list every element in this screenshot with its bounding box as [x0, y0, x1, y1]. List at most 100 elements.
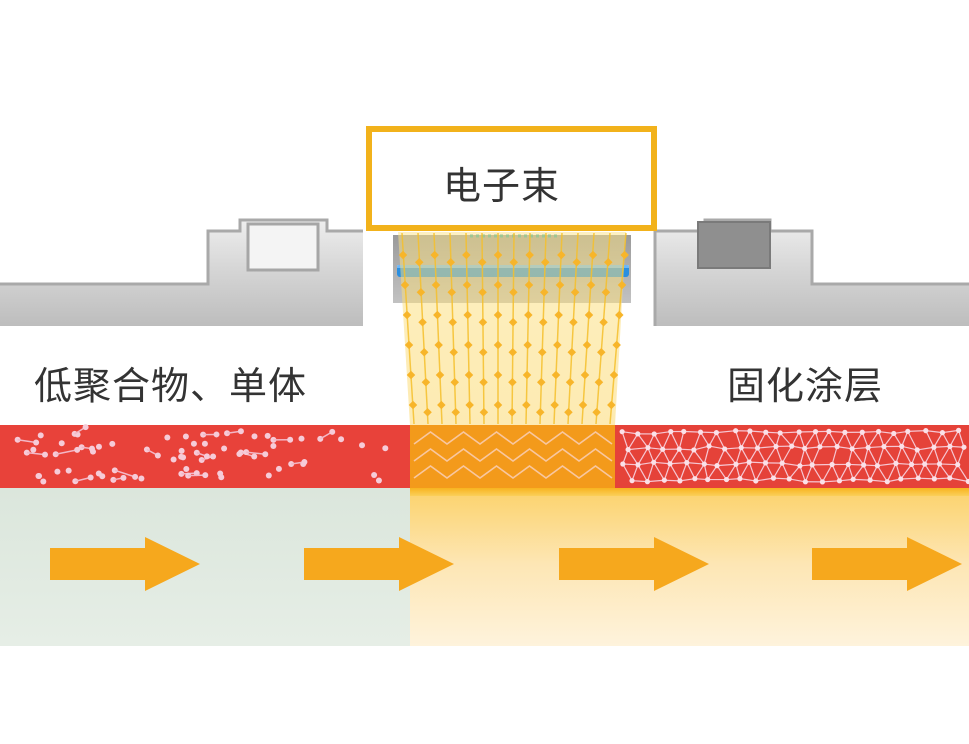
crosslink-bond	[748, 447, 759, 463]
beam-particle	[431, 280, 441, 290]
crosslink-node	[723, 476, 730, 483]
right-arrow-shape	[559, 537, 709, 591]
crosslink-bond	[883, 446, 897, 464]
beam-particle	[509, 257, 518, 267]
crosslink-bond	[933, 432, 943, 448]
crosslink-node	[629, 478, 635, 484]
beam-particle	[434, 340, 443, 350]
crosslink-node	[786, 476, 792, 482]
crosslink-node	[908, 461, 915, 468]
crosslink-bond	[924, 446, 935, 465]
beam-particle	[609, 370, 619, 380]
beam-particle	[404, 340, 414, 350]
monomer-dot	[202, 472, 209, 479]
beam-particle	[555, 280, 565, 290]
crosslink-bond	[957, 447, 965, 465]
crosslink-bond	[755, 462, 767, 482]
monomer-dot	[178, 447, 185, 454]
beam-ray	[465, 232, 471, 425]
crosslink-bond	[779, 432, 793, 447]
beam-particle	[536, 407, 545, 417]
beam-particle	[437, 400, 446, 410]
crosslink-bond	[631, 464, 639, 481]
beam-particle	[418, 317, 427, 327]
crosslink-bond	[911, 449, 918, 465]
crosslink-bond	[957, 464, 969, 482]
monomer-dot	[251, 453, 258, 460]
crosslink-node	[625, 446, 631, 453]
beam-particle	[538, 347, 547, 357]
crosslink-node	[829, 461, 835, 468]
crosslink-node	[826, 428, 832, 435]
crosslink-bond	[852, 446, 869, 450]
crosslink-node	[713, 430, 720, 436]
beam-particle	[430, 250, 439, 260]
crosslink-bond	[828, 431, 838, 447]
crosslink-bond	[653, 448, 664, 463]
monomer-dot	[109, 440, 116, 447]
crosslink-bond	[828, 430, 845, 433]
monomer-dot	[65, 467, 72, 474]
crosslink-bond	[847, 464, 854, 480]
crosslink-bond	[901, 446, 913, 465]
monomer-dot	[37, 432, 44, 439]
chain-forming-particles	[413, 431, 613, 479]
crosslink-bond	[755, 477, 774, 482]
crosslink-node	[842, 429, 848, 435]
crosslink-bond	[647, 479, 665, 483]
crosslink-bond	[621, 431, 629, 450]
monomer-dot	[33, 439, 40, 446]
crosslink-node	[836, 478, 843, 484]
crosslink-node	[697, 429, 704, 435]
monomer-dot	[264, 432, 271, 439]
monomer-particles	[14, 424, 389, 485]
crosslink-bond	[831, 446, 838, 465]
monomer-dot	[221, 445, 228, 452]
crosslink-bond	[756, 431, 767, 449]
beam-particle	[493, 370, 503, 380]
crosslink-node	[865, 444, 871, 451]
crosslink-node	[914, 447, 920, 453]
crosslink-bond	[788, 465, 801, 480]
crosslink-node	[733, 461, 739, 467]
crosslink-bond	[662, 449, 671, 465]
crosslink-bond	[877, 462, 897, 467]
crosslink-bond	[678, 431, 685, 450]
crosslink-bond	[791, 431, 800, 447]
crosslink-node	[667, 461, 673, 467]
crosslink-node	[644, 479, 651, 485]
crosslink-bond	[703, 463, 709, 480]
crosslink-node	[746, 459, 752, 465]
crosslink-node	[677, 478, 683, 484]
crosslink-bond	[735, 430, 742, 448]
beam-particle	[522, 400, 531, 410]
crosslink-node	[915, 475, 921, 481]
crosslink-bond	[895, 446, 903, 464]
crosslink-node	[651, 431, 657, 437]
beam-particle	[493, 310, 503, 320]
crosslink-bond	[876, 465, 888, 483]
beam-particle	[419, 347, 429, 357]
electron-beam-source	[366, 126, 657, 231]
crosslink-node	[955, 427, 962, 433]
beam-particle	[524, 280, 534, 290]
crosslink-node	[661, 477, 667, 483]
crosslink-node	[681, 428, 687, 435]
crosslink-bond	[622, 431, 638, 435]
crosslink-node	[645, 445, 651, 451]
crosslink-bond	[683, 430, 701, 433]
crosslink-node	[936, 461, 943, 467]
beam-particle	[599, 317, 608, 327]
crosslink-bond	[869, 465, 878, 481]
crosslink-node	[834, 444, 840, 450]
crosslink-bond	[939, 463, 958, 466]
crosslink-node	[797, 463, 803, 469]
beam-particle	[446, 257, 455, 267]
beam-particle	[464, 340, 473, 350]
polymer-chain	[413, 431, 613, 445]
crosslink-node	[931, 476, 937, 482]
monomer-dot	[95, 470, 102, 477]
crosslink-bond	[764, 462, 774, 479]
shield-housing-right	[653, 218, 969, 326]
crosslink-bond	[901, 445, 918, 451]
